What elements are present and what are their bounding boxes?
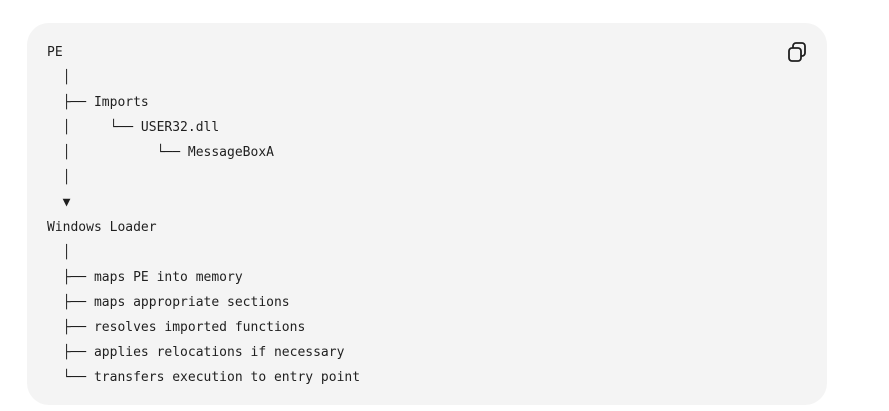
code-line: PE — [47, 45, 63, 60]
code-line: │ — [47, 245, 71, 260]
code-line: │ — [47, 70, 71, 85]
code-line: ├── maps appropriate sections — [47, 295, 290, 310]
code-line: Windows Loader — [47, 220, 157, 235]
code-line: ├── resolves imported functions — [47, 320, 306, 335]
code-block: PE │ ├── Imports │ └── USER32.dll │ └── … — [27, 23, 827, 405]
code-line: └── transfers execution to entry point — [47, 370, 361, 385]
code-line: │ └── USER32.dll — [47, 120, 220, 135]
code-line: │ — [47, 170, 71, 185]
code-content: PE │ ├── Imports │ └── USER32.dll │ └── … — [47, 40, 360, 390]
copy-icon — [788, 42, 806, 62]
code-line: ├── maps PE into memory — [47, 270, 243, 285]
copy-code-button[interactable] — [784, 39, 810, 65]
code-line: ├── Imports — [47, 95, 149, 110]
code-line: ├── applies relocations if necessary — [47, 345, 345, 360]
code-line: ▼ — [47, 195, 71, 210]
code-line: │ └── MessageBoxA — [47, 145, 274, 160]
